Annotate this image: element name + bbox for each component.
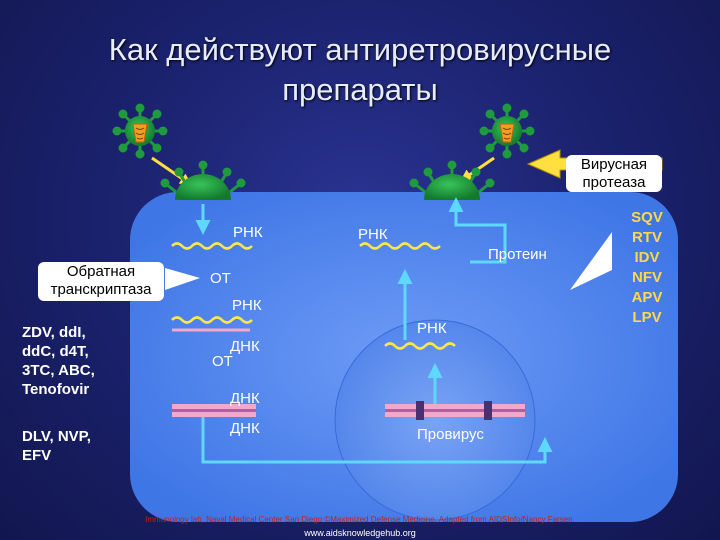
rna-wave-icon: [171, 316, 253, 324]
assembly-arrow: [448, 197, 507, 264]
rna-wave-icon: [171, 242, 253, 250]
dna-strand-icon: [172, 404, 256, 417]
rna-wave-icon: [384, 342, 456, 350]
footer-credit: Immunology lab, Naval Medical Center San…: [145, 515, 575, 524]
provirus-label: Провирус: [417, 426, 484, 443]
protease-inhibitor-list: SQV RTV IDV NFV APV LPV: [622, 208, 672, 328]
rt-label: ОТ: [212, 353, 233, 370]
drug-line: ZDV, ddI,: [22, 324, 86, 341]
rt-label: ОТ: [210, 270, 231, 287]
footer-url[interactable]: www.aidsknowledgehub.org: [304, 528, 416, 538]
drug-line: APV: [631, 289, 663, 306]
rna-label: РНК: [232, 297, 262, 314]
pi-pointer: [570, 232, 612, 290]
drug-line: DLV, NVP,: [22, 428, 91, 445]
dna-label: ДНК: [230, 390, 260, 407]
rt-pointer: [165, 268, 200, 290]
nrti-drug-list: ZDV, ddI, ddC, d4T, 3TC, ABC, Tenofovir: [22, 323, 95, 399]
rna-label: РНК: [417, 320, 447, 337]
virus-budding-icon: [160, 160, 246, 200]
slide-title: Как действуют антиретровирусные препарат…: [0, 30, 720, 110]
title-line-2: препараты: [282, 72, 438, 107]
viral-protease-callout: Вирусная протеаза: [566, 155, 662, 192]
drug-line: 3TC, ABC,: [22, 362, 95, 379]
drug-line: EFV: [22, 447, 52, 464]
title-line-1: Как действуют антиретровирусные: [108, 32, 612, 67]
nnrti-drug-list: DLV, NVP, EFV: [22, 427, 91, 465]
cell-nucleus: [334, 319, 536, 521]
virus-icon: [112, 103, 168, 159]
rna-wave-icon: [359, 242, 441, 250]
integration-arrow: [201, 412, 553, 464]
provirus-dna-icon: [385, 401, 525, 420]
dna-label: ДНК: [230, 420, 260, 437]
drug-line: IDV: [634, 249, 660, 266]
drug-line: NFV: [632, 269, 662, 286]
drug-line: SQV: [631, 209, 663, 226]
drug-line: LPV: [632, 309, 662, 326]
dna-label: ДНК: [230, 338, 260, 355]
rna-label: РНК: [233, 224, 263, 241]
rna-label: РНК: [358, 226, 388, 243]
reverse-transcriptase-callout: Обратная транскриптаза: [38, 262, 164, 301]
virus-budding-icon: [409, 160, 495, 200]
drug-line: Tenofovir: [22, 381, 90, 398]
protein-label: Протеин: [488, 246, 547, 263]
drug-line: ddC, d4T,: [22, 343, 89, 360]
drug-line: RTV: [632, 229, 662, 246]
virus-icon: [479, 103, 535, 159]
